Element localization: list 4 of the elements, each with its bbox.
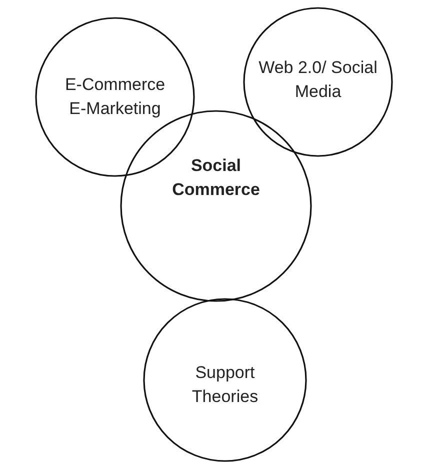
circle-label: E-Commerce E-Marketing [64, 74, 166, 120]
circle-label: Social Commerce [171, 155, 261, 201]
circle-label: Support Theories [190, 362, 260, 408]
circle-label: Web 2.0/ Social Media [258, 57, 378, 103]
